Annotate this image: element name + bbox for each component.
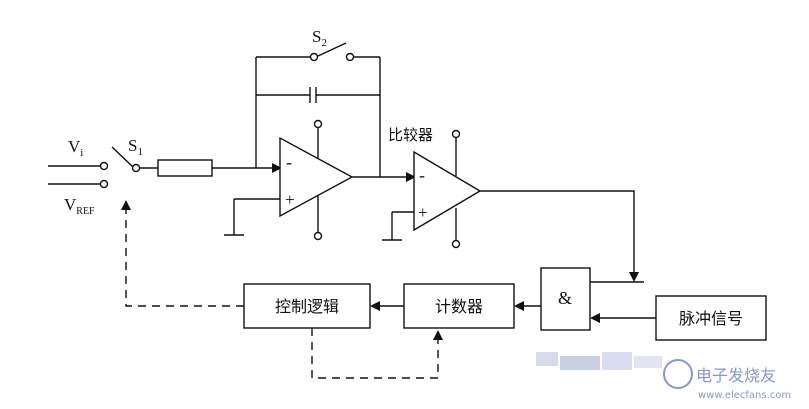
integrator-opamp xyxy=(279,136,354,218)
watermark-blur-4 xyxy=(634,356,662,368)
pulse-signal-label: 脉冲信号 xyxy=(679,309,743,328)
s2-left-terminal xyxy=(309,52,319,62)
watermark-url: www.elecfans.com xyxy=(698,390,791,401)
vref-label: VREF xyxy=(64,195,95,217)
watermark-blur-2 xyxy=(560,356,600,370)
control-to-switch-dashed xyxy=(121,200,244,307)
watermark: 电子发烧友 www.elecfans.com xyxy=(536,352,791,401)
opamp-top-supply-terminal xyxy=(313,119,323,129)
counter-label: 计数器 xyxy=(435,297,483,316)
comparator-opamp xyxy=(413,150,482,232)
pulse-signal-block xyxy=(655,295,767,341)
watermark-logo-icon xyxy=(663,359,693,389)
comparator-top-supply-terminal xyxy=(451,129,461,139)
opamp-plus-sign: + xyxy=(285,190,295,209)
watermark-title: 电子发烧友 xyxy=(696,366,776,385)
s2-switch-blade xyxy=(317,42,347,57)
comparator-minus-sign: - xyxy=(419,165,425,185)
s1-pivot xyxy=(131,163,141,173)
vi-label: Vi xyxy=(68,137,83,159)
input-resistor xyxy=(157,159,213,177)
vref-terminal xyxy=(99,179,109,189)
s2-right-terminal xyxy=(345,52,355,62)
and-gate-block xyxy=(540,267,591,331)
comparator-output-wire xyxy=(480,190,639,282)
s1-switch-blade xyxy=(111,146,134,168)
s2-label: S2 xyxy=(312,27,327,49)
vi-terminal xyxy=(99,161,109,171)
control-to-counter-dashed xyxy=(311,328,443,379)
opamp-bottom-supply-terminal xyxy=(313,231,323,241)
and-gate-label: & xyxy=(558,288,572,308)
s1-label: S1 xyxy=(128,136,143,158)
control-logic-label: 控制逻辑 xyxy=(275,297,339,316)
comparator-label: 比较器 xyxy=(388,126,433,144)
opamp-minus-sign: - xyxy=(286,152,292,172)
watermark-blur-1 xyxy=(536,352,558,366)
comparator-bottom-supply-terminal xyxy=(451,239,461,249)
watermark-blur-3 xyxy=(602,352,632,370)
comparator-plus-sign: + xyxy=(418,203,428,222)
